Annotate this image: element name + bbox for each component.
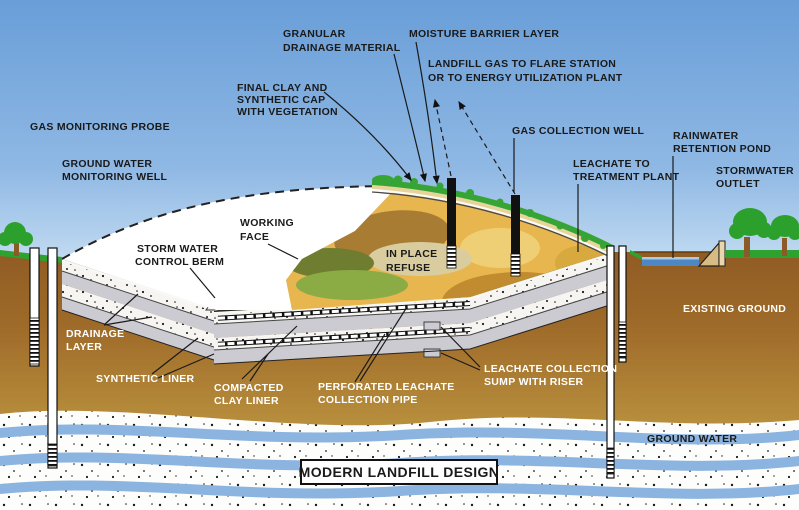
label-compacted-clay: COMPACTED bbox=[214, 382, 284, 394]
label-ground-water: GROUND WATER bbox=[647, 433, 737, 445]
tree-left bbox=[0, 222, 33, 256]
leader-granular bbox=[393, 53, 427, 183]
leader-synthetic bbox=[151, 337, 215, 379]
final-cap bbox=[371, 175, 614, 259]
label-groundwater-monitoring-well: GROUND WATER bbox=[62, 158, 152, 170]
label-rainwater-pond: RAINWATER bbox=[673, 130, 739, 142]
leader-perforated bbox=[354, 306, 408, 383]
gas-well-1 bbox=[447, 178, 456, 246]
label-leachate-sump: SUMP WITH RISER bbox=[484, 376, 584, 388]
landfill-mound bbox=[61, 175, 614, 310]
label-final-cap: WITH VEGETATION bbox=[237, 106, 338, 118]
gas-well-1-screen bbox=[446, 245, 457, 269]
label-granular-drainage: DRAINAGE MATERIAL bbox=[283, 42, 401, 54]
labels: GRANULAR DRAINAGE MATERIAL MOISTURE BARR… bbox=[30, 28, 794, 445]
label-landfill-gas: LANDFILL GAS TO FLARE STATION bbox=[428, 58, 616, 70]
label-storm-water-berm: STORM WATER bbox=[137, 243, 218, 255]
leader-final-cap bbox=[323, 91, 412, 181]
diagram-title: MODERN LANDFILL DESIGN bbox=[299, 464, 500, 480]
liner-system bbox=[61, 251, 614, 365]
gas-well-2-screen bbox=[510, 253, 521, 277]
leader-storm-berm bbox=[189, 267, 216, 299]
label-in-place-refuse: IN PLACE bbox=[386, 248, 437, 260]
label-perforated-pipe: COLLECTION PIPE bbox=[318, 394, 418, 406]
gas-collection-wells bbox=[446, 178, 521, 277]
label-stormwater-outlet: STORMWATER bbox=[716, 165, 794, 177]
perforated-leachate-pipes bbox=[217, 301, 471, 347]
leader-drainage bbox=[103, 293, 153, 326]
label-final-cap: FINAL CLAY AND bbox=[237, 82, 328, 94]
label-perforated-pipe: PERFORATED LEACHATE bbox=[318, 381, 455, 393]
label-leachate-treatment: TREATMENT PLANT bbox=[573, 171, 680, 183]
label-compacted-clay: CLAY LINER bbox=[214, 395, 279, 407]
label-moisture-barrier: MOISTURE BARRIER LAYER bbox=[409, 28, 559, 40]
gas-monitoring-probe-pipe bbox=[29, 247, 40, 367]
leader-moisture bbox=[415, 41, 440, 185]
outlet-wall bbox=[718, 240, 726, 267]
leader-lines bbox=[103, 41, 674, 383]
retention-pond-water bbox=[642, 257, 699, 266]
label-landfill-gas: OR TO ENERGY UTILIZATION PLANT bbox=[428, 72, 623, 84]
tree-right-2 bbox=[767, 215, 799, 256]
leader-sump bbox=[440, 326, 481, 371]
label-in-place-refuse: REFUSE bbox=[386, 262, 430, 274]
label-groundwater-monitoring-well: MONITORING WELL bbox=[62, 171, 167, 183]
leader-compacted bbox=[241, 325, 298, 382]
label-final-cap: SYNTHETIC CAP bbox=[237, 94, 326, 106]
label-leachate-sump: LEACHATE COLLECTION bbox=[484, 363, 617, 375]
unfilled-cell bbox=[62, 186, 398, 310]
label-storm-water-berm: CONTROL BERM bbox=[135, 256, 224, 268]
leader-gas-arrow-1 bbox=[432, 98, 452, 177]
vegetation-bumps bbox=[372, 175, 606, 249]
title-box: MODERN LANDFILL DESIGN bbox=[299, 459, 500, 485]
label-gas-monitoring-probe: GAS MONITORING PROBE bbox=[30, 121, 170, 133]
future-profile-dashed bbox=[61, 185, 399, 260]
label-gas-collection-well: GAS COLLECTION WELL bbox=[512, 125, 645, 137]
label-rainwater-pond: RETENTION POND bbox=[673, 143, 771, 155]
leachate-sump-lower bbox=[423, 348, 441, 358]
label-leachate-treatment: LEACHATE TO bbox=[573, 158, 650, 170]
label-drainage-layer: LAYER bbox=[66, 341, 102, 353]
gas-well-2 bbox=[511, 195, 520, 254]
label-drainage-layer: DRAINAGE bbox=[66, 328, 124, 340]
label-stormwater-outlet: OUTLET bbox=[716, 178, 760, 190]
leachate-riser-pipe bbox=[606, 245, 615, 479]
label-granular-drainage: GRANULAR bbox=[283, 28, 346, 40]
leader-working-face bbox=[267, 243, 299, 260]
groundwater-monitoring-well-pipe-left bbox=[47, 247, 58, 469]
bottom-liner bbox=[213, 251, 614, 365]
label-working-face: WORKING bbox=[240, 217, 294, 229]
groundwater-monitoring-well-pipe-right bbox=[618, 245, 627, 363]
label-existing-ground: EXISTING GROUND bbox=[683, 303, 786, 315]
label-working-face: FACE bbox=[240, 231, 269, 243]
leachate-sump-upper bbox=[423, 321, 441, 331]
surface-right bbox=[606, 208, 799, 479]
label-synthetic-liner: SYNTHETIC LINER bbox=[96, 373, 195, 385]
surface-left bbox=[0, 222, 62, 469]
